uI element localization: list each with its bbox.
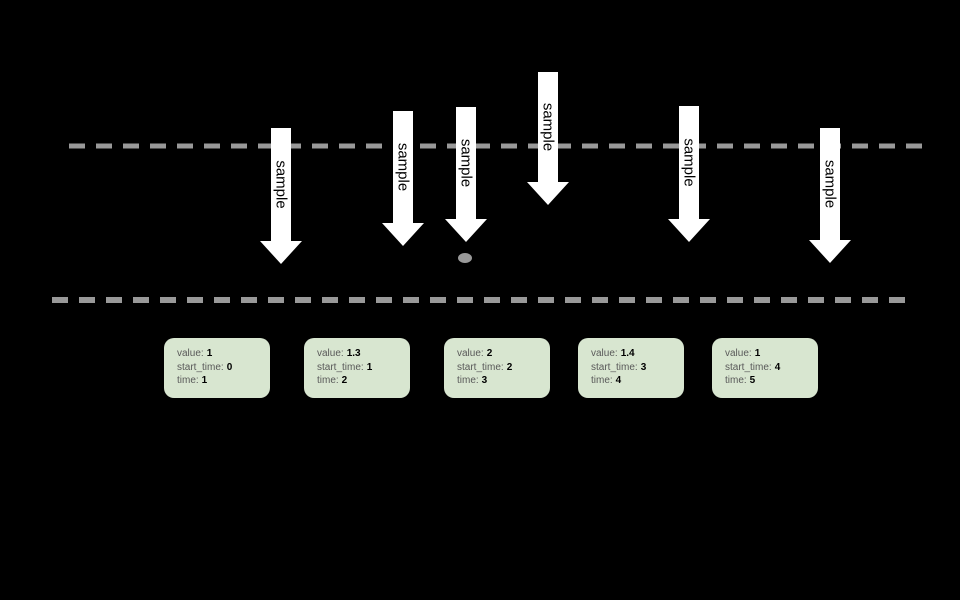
sample-arrow-label: sample bbox=[822, 160, 839, 208]
field-value: 1.4 bbox=[620, 348, 635, 359]
sample-field-value: value:1.3 bbox=[317, 347, 404, 361]
sample-arrow-6 bbox=[809, 128, 851, 263]
field-value: 1.3 bbox=[346, 348, 361, 359]
field-label: time: bbox=[725, 375, 747, 386]
field-label: start_time: bbox=[591, 361, 638, 373]
field-value: 1 bbox=[201, 375, 208, 386]
field-label: start_time: bbox=[317, 361, 364, 373]
sample-field-value: value:2 bbox=[457, 347, 544, 361]
sample-arrow-1 bbox=[260, 128, 302, 264]
field-value: 1 bbox=[754, 348, 761, 359]
sample-field-start_time: start_time:4 bbox=[725, 361, 812, 375]
field-label: value: bbox=[177, 348, 204, 359]
sample-arrow-label: sample bbox=[540, 103, 557, 151]
sample-field-start_time: start_time:3 bbox=[591, 361, 678, 375]
field-label: time: bbox=[457, 375, 479, 386]
field-value: 2 bbox=[506, 361, 513, 373]
sample-arrow-3 bbox=[445, 107, 487, 242]
sample-field-value: value:1.4 bbox=[591, 347, 678, 361]
field-label: time: bbox=[317, 375, 339, 386]
sample-arrow-label: sample bbox=[395, 143, 412, 191]
field-value: 2 bbox=[341, 375, 348, 386]
field-value: 1 bbox=[206, 348, 213, 359]
sample-field-time: time:1 bbox=[177, 374, 264, 388]
sample-field-start_time: start_time:0 bbox=[177, 361, 264, 375]
sample-field-value: value:1 bbox=[725, 347, 812, 361]
field-value: 4 bbox=[774, 361, 781, 373]
field-label: time: bbox=[177, 375, 199, 386]
sample-arrow-2 bbox=[382, 111, 424, 246]
field-label: start_time: bbox=[457, 361, 504, 373]
field-label: value: bbox=[591, 348, 618, 359]
sample-field-time: time:5 bbox=[725, 374, 812, 388]
field-value: 3 bbox=[481, 375, 488, 386]
sample-field-time: time:3 bbox=[457, 374, 544, 388]
field-value: 2 bbox=[486, 348, 493, 359]
field-value: 4 bbox=[615, 375, 622, 386]
field-label: start_time: bbox=[725, 361, 772, 373]
field-label: value: bbox=[457, 348, 484, 359]
sample-arrow-label: sample bbox=[458, 139, 475, 187]
field-value: 0 bbox=[226, 361, 233, 373]
sample-field-time: time:2 bbox=[317, 374, 404, 388]
sample-field-start_time: start_time:1 bbox=[317, 361, 404, 375]
sample-arrow-4 bbox=[527, 72, 569, 205]
sample-point-dot bbox=[458, 253, 472, 263]
field-label: value: bbox=[317, 348, 344, 359]
field-label: time: bbox=[591, 375, 613, 386]
field-value: 1 bbox=[366, 361, 373, 373]
sample-field-value: value:1 bbox=[177, 347, 264, 361]
field-value: 5 bbox=[749, 375, 756, 386]
sample-arrow-label: sample bbox=[681, 138, 698, 186]
field-label: start_time: bbox=[177, 361, 224, 373]
sample-field-time: time:4 bbox=[591, 374, 678, 388]
sample-field-start_time: start_time:2 bbox=[457, 361, 544, 375]
sample-arrow-label: sample bbox=[273, 160, 290, 208]
sample-arrow-5 bbox=[668, 106, 710, 242]
field-label: value: bbox=[725, 348, 752, 359]
field-value: 3 bbox=[640, 361, 647, 373]
